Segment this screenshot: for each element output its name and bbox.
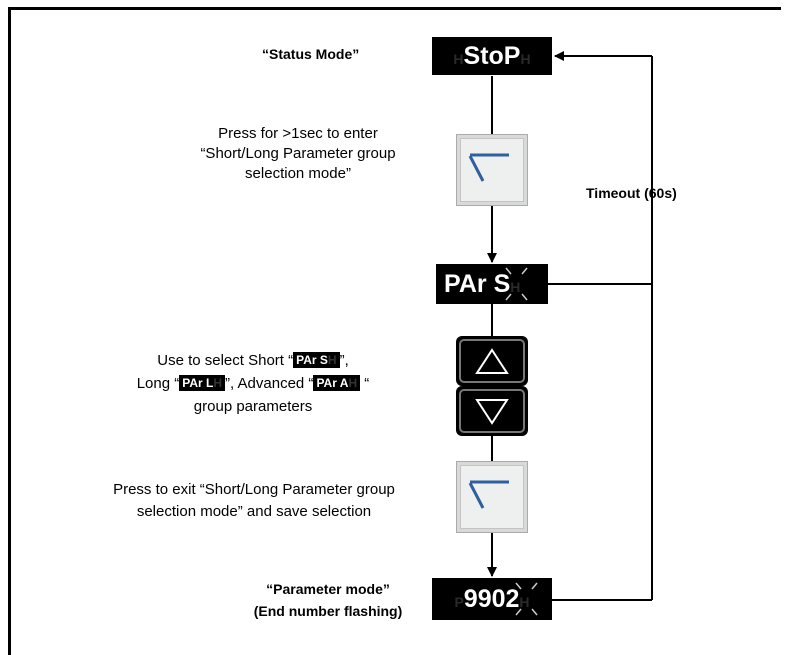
param-digits: 990 [463,585,506,613]
exit-step-line2: selection mode” and save selection [136,503,372,520]
select-advanced-pre: ”, Advanced “ [225,375,314,392]
par-flash-char: S [493,270,511,298]
select-short-post: ”, [339,352,349,369]
up-triangle-icon [475,348,509,374]
enter-key-face [460,138,524,202]
enter-step-line1: Press for >1sec to enter [218,125,378,142]
status-ghost-left: H [453,51,464,67]
enter-step-text: Press for >1sec to enter “Short/Long Par… [152,124,444,184]
select-step-text: Use to select Short “PAr SH”, Long “PAr … [58,349,448,418]
par-display-text: PAr [444,270,487,298]
select-short-pre: Use to select Short “ [157,352,294,369]
enter-step-line2: “Short/Long Parameter group [200,145,396,162]
par-display: PAr SH [436,264,548,304]
par-l-chip-text: PAr L [182,376,214,390]
status-display-text: StoP [463,42,521,70]
exit-step-text: Press to exit “Short/Long Parameter grou… [62,479,446,523]
down-arrow-button-face [459,389,525,433]
exit-key-icon [468,480,509,509]
exit-key-button[interactable] [456,461,528,533]
param-ghost-right: H [519,594,530,610]
par-s-chip: PAr SH [293,352,340,368]
up-arrow-button[interactable] [456,336,528,386]
select-long-pre: Long “ [136,375,180,392]
timeout-label: Timeout (60s) [586,185,677,201]
flash-rays-par [505,267,528,301]
flash-rays-param [515,582,538,616]
par-a-chip: PAr AH [313,375,361,391]
down-arrow-button[interactable] [456,386,528,436]
status-display: HStoPH [432,37,552,75]
param-mode-sub: (End number flashing) [253,603,403,619]
exit-step-line1: Press to exit “Short/Long Parameter grou… [113,481,395,498]
param-mode-text: “Parameter mode” (End number flashing) [228,578,428,622]
select-step-line1: Use to select Short “PAr SH”, [58,349,448,372]
par-ghost-right: H [510,279,521,295]
select-advanced-post: “ [364,375,370,392]
down-triangle-icon [475,399,509,425]
select-step-line2: Long “PAr LH”, Advanced “PAr AH “ [58,372,448,395]
param-mode-label: “Parameter mode” [266,581,390,597]
par-l-chip: PAr LH [179,375,226,391]
param-display: P9902H [432,578,552,620]
status-ghost-right: H [520,51,531,67]
enter-key-button[interactable] [456,134,528,206]
param-flash-digit: 2 [505,585,520,613]
diagram-frame [8,7,781,655]
exit-key-face [460,465,524,529]
enter-step-line3: selection mode” [245,165,351,182]
par-s-chip-text: PAr S [296,353,328,367]
select-step-line3: group parameters [193,398,313,415]
par-a-chip-text: PAr A [316,376,349,390]
status-mode-label: “Status Mode” [262,46,360,62]
enter-key-icon [468,153,509,182]
param-ghost-left: P [454,594,464,610]
up-arrow-button-face [459,339,525,383]
